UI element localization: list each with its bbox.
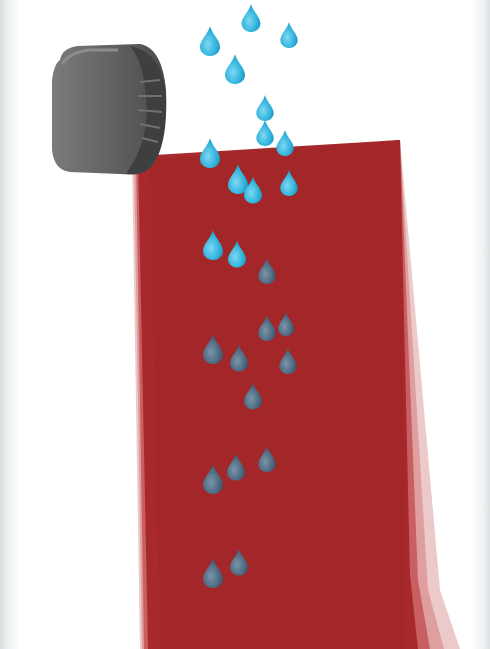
water-drop-icon: [256, 95, 273, 121]
radar-beam: [132, 140, 460, 649]
water-drop-icon: [200, 26, 220, 56]
water-drop-icon: [280, 22, 297, 48]
water-drop-icon: [200, 138, 220, 168]
water-drop-icon: [276, 130, 293, 156]
water-drop-icon: [225, 54, 245, 84]
water-drop-icon: [242, 4, 261, 32]
radar-sensor-icon: [52, 44, 166, 175]
water-drop-icon: [256, 120, 273, 146]
